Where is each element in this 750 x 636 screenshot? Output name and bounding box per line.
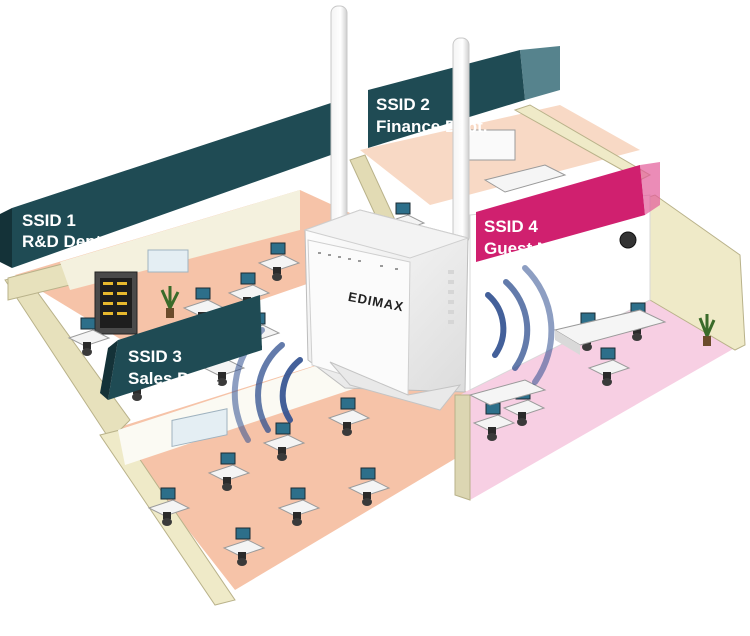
ssid-3-label: SSID 3 (128, 347, 182, 366)
ssid-1-label: SSID 1 (22, 211, 76, 230)
workstation-icon (587, 347, 631, 386)
server-rack-icon (94, 271, 138, 335)
antenna-right-icon (452, 37, 470, 245)
antenna-left-icon (330, 5, 348, 243)
ssid-4-department: Guest Network (484, 239, 605, 258)
finance-desk (464, 129, 567, 193)
sales-back-wall (118, 345, 380, 465)
floor-guest-network (460, 295, 740, 500)
plant-icon (160, 286, 180, 318)
ssid-3-department: Sales Dept. (128, 369, 220, 388)
clock-icon (619, 231, 637, 249)
rd-back-wall (60, 190, 300, 290)
wireless-router-icon: EDIMAX (303, 5, 470, 411)
ssid-4-label: SSID 4 (484, 217, 538, 236)
ssid-2-department: Finance Dept. (376, 117, 487, 136)
workstation-icon (222, 527, 266, 566)
banner-ssid-1: SSID 1 R&D Dept. (0, 100, 345, 268)
wifi-wave-right-icon (485, 265, 555, 385)
guest-tables (468, 309, 667, 406)
plant-icon (698, 314, 716, 346)
window-icon (171, 408, 228, 448)
workstation-icon (347, 467, 391, 506)
banner-ssid-3: SSID 3 Sales Dept. (100, 295, 262, 400)
banner-ssid-2: SSID 2 Finance Dept. (368, 46, 560, 148)
workstation-icon (147, 487, 191, 526)
ssid-1-department: R&D Dept. (22, 232, 106, 251)
workstation-icon (277, 487, 321, 526)
workstation-icon (67, 317, 111, 356)
workstation-icon (257, 242, 301, 281)
workstation-icon (262, 422, 306, 461)
workstation-icon (207, 452, 251, 491)
workstation-icon (327, 397, 371, 436)
banner-ssid-4: SSID 4 Guest Network (476, 162, 660, 262)
ssid-2-label: SSID 2 (376, 95, 430, 114)
